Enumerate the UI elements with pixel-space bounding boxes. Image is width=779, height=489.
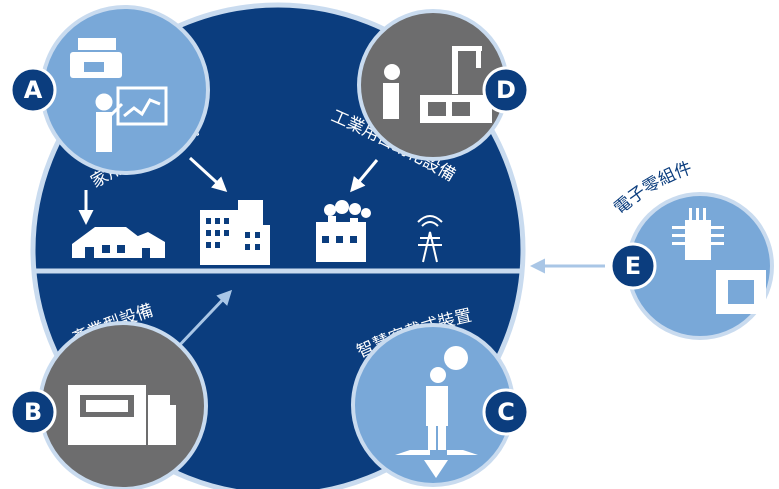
badge-d: D <box>482 66 530 114</box>
chip-icon <box>672 208 724 260</box>
house-icon <box>72 227 165 258</box>
svg-text:A: A <box>24 76 43 104</box>
badge-a: A <box>9 66 57 114</box>
svg-text:C: C <box>497 398 515 426</box>
transmission-tower-icon <box>417 215 443 263</box>
badge-e: E <box>609 242 657 290</box>
badge-b: B <box>9 388 57 436</box>
arrow-a-to-buildings <box>188 156 228 193</box>
wearable-person-icon <box>395 346 478 478</box>
svg-text:D: D <box>496 76 516 104</box>
presenter-body <box>96 112 112 152</box>
socket-icon <box>716 270 766 314</box>
node-c-wearable <box>351 323 515 487</box>
node-e-components <box>626 192 774 340</box>
machine-icon <box>68 385 176 445</box>
robot-arm-worker-icon <box>383 46 492 123</box>
node-a-home-commercial <box>40 5 210 175</box>
svg-text:E: E <box>625 252 641 280</box>
office-buildings-icon <box>200 200 270 265</box>
arrow-b-up <box>173 289 233 352</box>
badge-c: C <box>482 388 530 436</box>
printer-icon <box>70 38 122 78</box>
factory-icon <box>316 200 371 262</box>
svg-text:B: B <box>24 398 42 426</box>
node-b-industrial-equipment <box>38 321 208 489</box>
arrow-d-to-factory <box>350 159 379 193</box>
